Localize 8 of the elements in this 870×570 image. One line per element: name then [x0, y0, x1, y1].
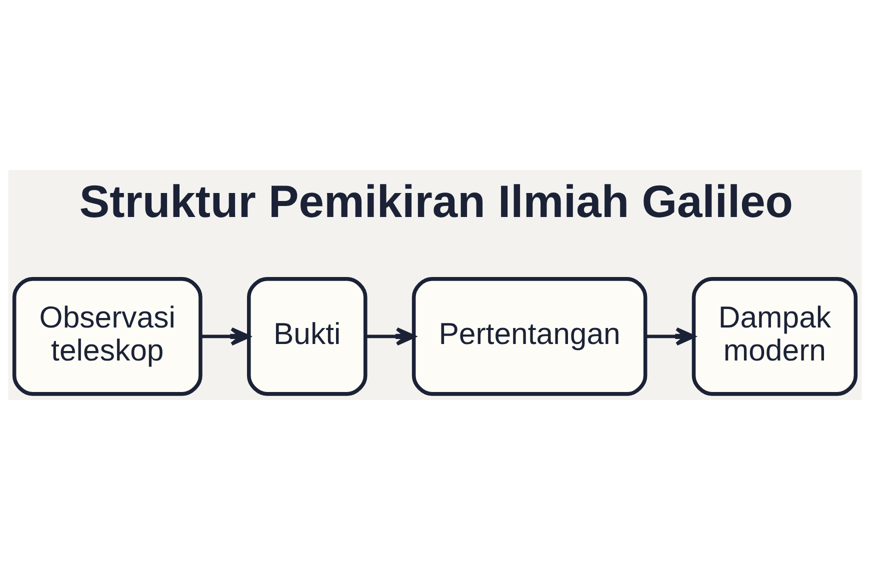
- diagram-title: Struktur Pemikiran Ilmiah Galileo: [79, 176, 794, 227]
- arrow: [646, 327, 696, 346]
- arrow: [366, 327, 416, 346]
- node-box: Pertentangan: [412, 277, 648, 396]
- node-box: Observasi teleskop: [12, 277, 202, 396]
- arrow: [200, 327, 250, 346]
- node-box: Dampak modern: [692, 277, 858, 396]
- node-box: Bukti: [246, 277, 368, 396]
